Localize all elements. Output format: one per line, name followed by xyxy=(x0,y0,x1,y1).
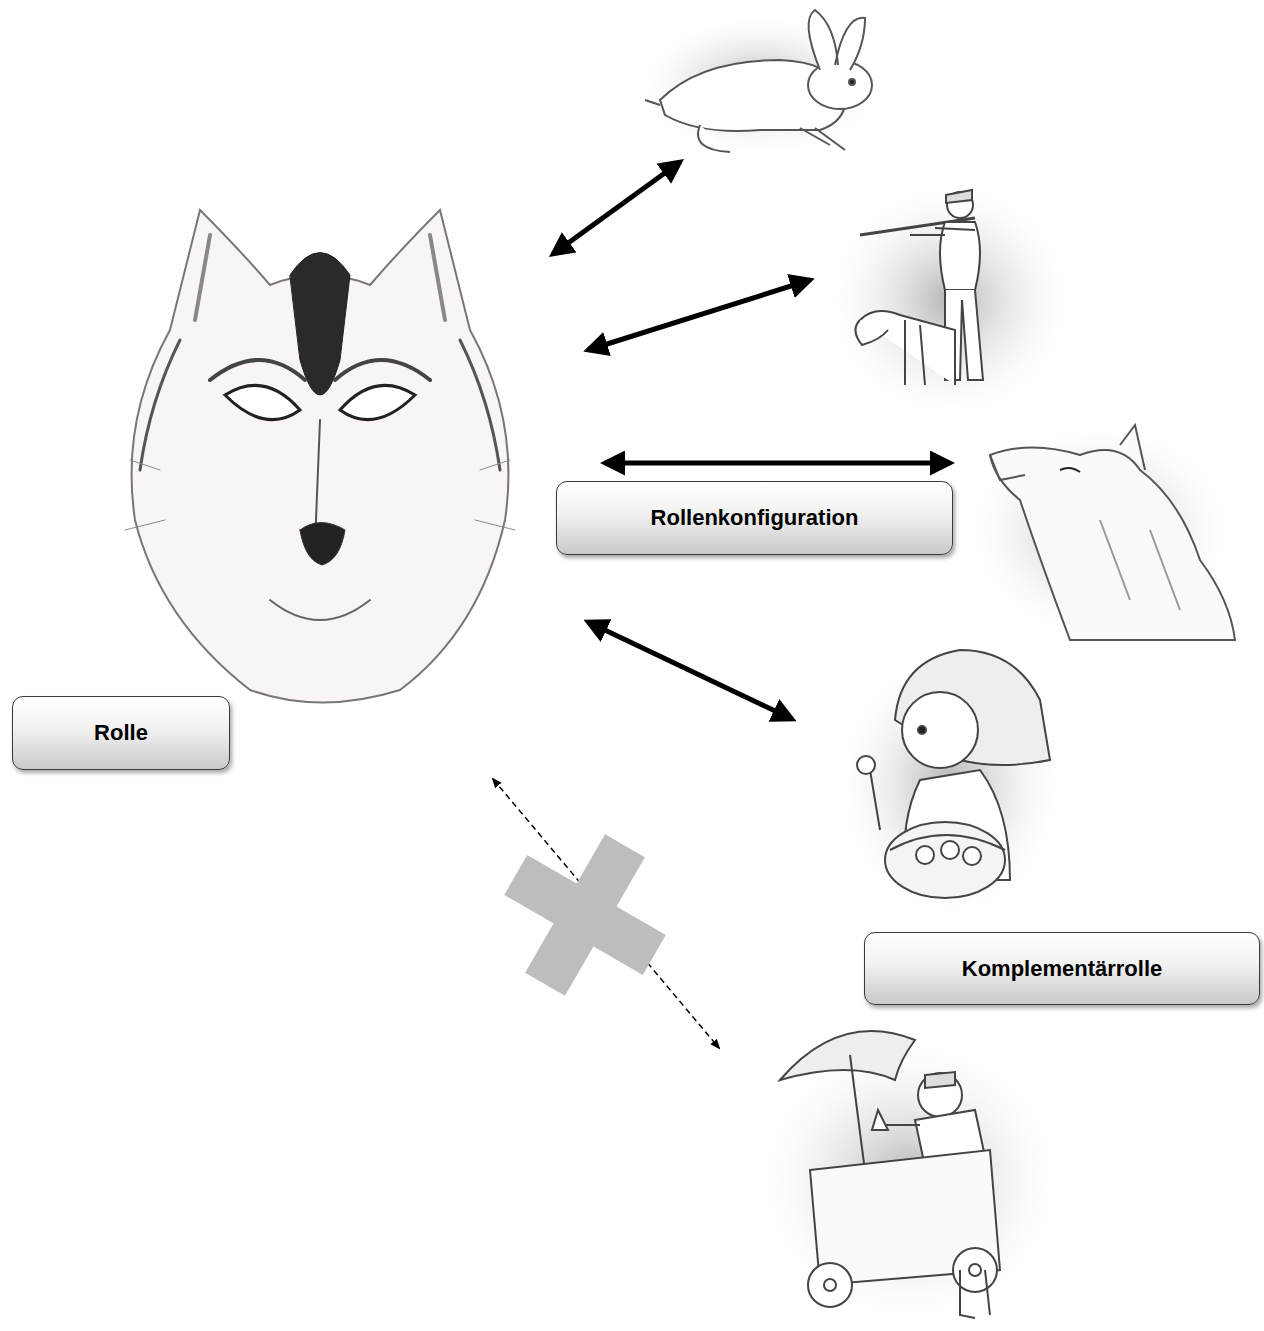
cross-symbol xyxy=(476,806,695,1025)
label-text: Rolle xyxy=(94,720,148,746)
label-text: Komplementärrolle xyxy=(962,956,1163,982)
howling-wolf xyxy=(990,425,1235,640)
girl-with-basket xyxy=(857,650,1050,898)
rabbit xyxy=(645,10,872,152)
label-text: Rollenkonfiguration xyxy=(651,505,859,531)
label-box: Rolle xyxy=(12,696,230,770)
label-box: Komplementärrolle xyxy=(864,932,1260,1005)
wolf-head xyxy=(125,210,515,703)
label-box: Rollenkonfiguration xyxy=(556,481,953,555)
relation-arrows xyxy=(493,162,950,1048)
hunter-with-dog xyxy=(855,190,983,385)
ice-cream-vendor xyxy=(780,1031,1000,1318)
